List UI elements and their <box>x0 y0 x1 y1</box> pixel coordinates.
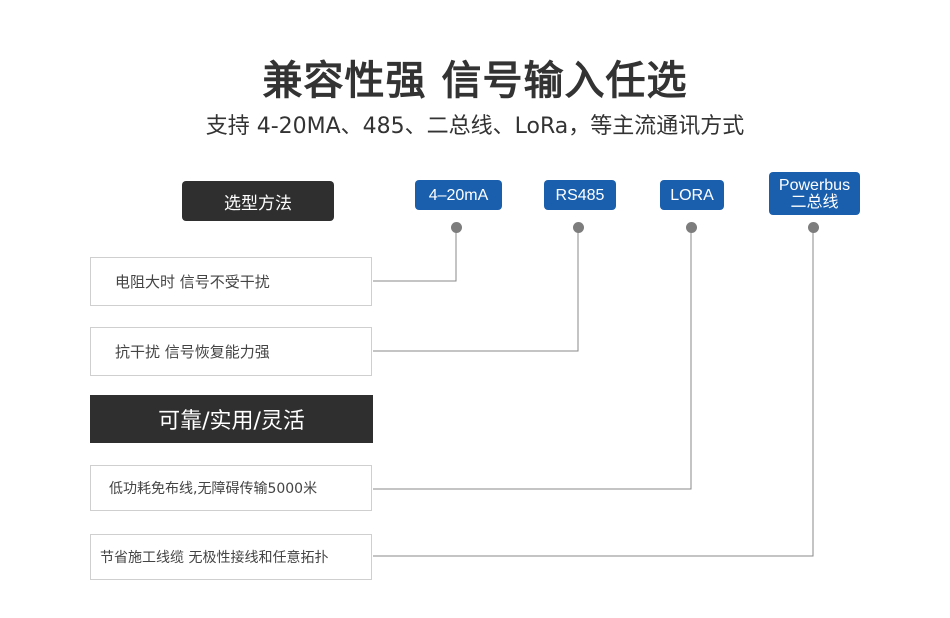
feature-text: 节省施工线缆 无极性接线和任意拓扑 <box>100 550 329 566</box>
connector-lora <box>373 227 692 490</box>
connector-dot-rs485 <box>573 222 584 233</box>
option-powerbus: Powerbus 二总线 <box>769 172 860 215</box>
feature-text: 抗干扰 信号恢复能力强 <box>115 343 270 361</box>
feature-text: 低功耗免布线,无障碍传输5000米 <box>109 481 318 497</box>
connector-rs485 <box>373 227 579 352</box>
feature-box-rs485: 抗干扰 信号恢复能力强 <box>90 327 372 376</box>
connector-dot-lora <box>686 222 697 233</box>
feature-text: 电阻大时 信号不受干扰 <box>115 273 270 291</box>
page-subtitle: 支持 4-20MA、485、二总线、LoRa，等主流通讯方式 <box>205 114 745 139</box>
connector-dot-4-20ma <box>451 222 462 233</box>
feature-box-4-20ma: 电阻大时 信号不受干扰 <box>90 257 372 306</box>
connector-powerbus <box>373 227 814 557</box>
option-lora-label: LORA <box>670 186 714 204</box>
option-powerbus-label-line2: 二总线 <box>790 193 839 211</box>
feature-box-lora: 低功耗免布线,无障碍传输5000米 <box>90 465 372 511</box>
option-lora: LORA <box>660 180 724 210</box>
feature-banner: 可靠/实用/灵活 <box>90 395 373 443</box>
connector-4-20ma <box>373 227 457 282</box>
page-title: 兼容性强 信号输入任选 <box>262 58 688 104</box>
selection-method-label: 选型方法 <box>182 181 334 221</box>
option-4-20ma: 4–20mA <box>415 180 502 210</box>
connector-dot-powerbus <box>808 222 819 233</box>
feature-box-powerbus: 节省施工线缆 无极性接线和任意拓扑 <box>90 534 372 580</box>
option-4-20ma-label: 4–20mA <box>428 186 489 204</box>
option-rs485: RS485 <box>544 180 616 210</box>
option-rs485-label: RS485 <box>555 186 605 204</box>
option-powerbus-label-line1: Powerbus <box>778 176 851 194</box>
